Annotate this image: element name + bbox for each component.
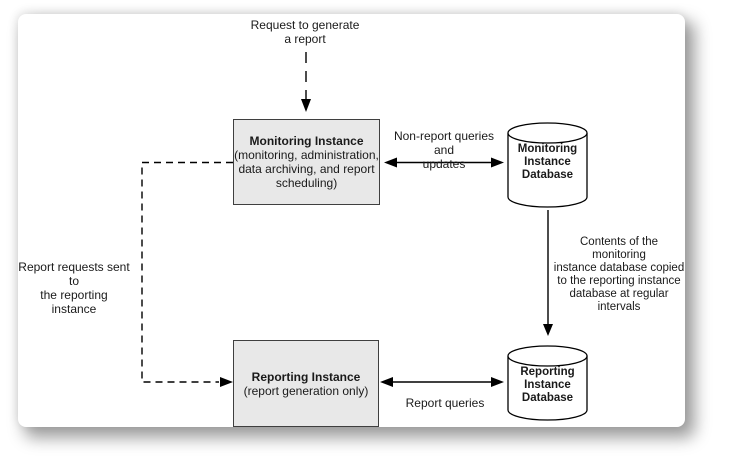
copy-contents-line1: Contents of the monitoring — [580, 236, 658, 261]
db-copy-arrow — [543, 210, 553, 336]
connector-layer — [141, 52, 588, 421]
copy-contents-label: Contents of the monitoring instance data… — [553, 236, 685, 314]
nonreport-queries-line2: updates — [422, 157, 466, 171]
reporting-instance-title: Reporting Instance — [251, 369, 361, 384]
request-label-line2: a report — [284, 32, 326, 46]
monitoring-instance-title: Monitoring Instance — [249, 134, 364, 148]
reporting-db-cylinder — [507, 345, 588, 421]
nonreport-queries-label: Non-report queries and updates — [384, 129, 504, 171]
monitoring-db-cylinder — [507, 122, 588, 208]
monitoring-instance-box: Monitoring Instance (monitoring, adminis… — [233, 119, 380, 205]
monitoring-db-line1: Monitoring — [517, 143, 578, 155]
copy-contents-line2: instance database copied — [553, 262, 685, 274]
nonreport-queries-arrow — [384, 157, 504, 168]
monitoring-db-line3: Database — [521, 169, 574, 181]
diagram-card: Request to generate a report Monitoring … — [18, 14, 685, 427]
reporting-db-line3: Database — [521, 392, 574, 404]
reporting-instance-detail1: (report generation only) — [243, 383, 369, 398]
monitoring-instance-detail1: (monitoring, administration, — [234, 148, 379, 162]
report-queries-label: Report queries — [405, 396, 485, 410]
report-requests-line1: Report requests sent to — [18, 260, 130, 288]
report-queries-arrow — [380, 377, 504, 387]
copy-contents-line5: intervals — [597, 301, 641, 313]
request-label: Request to generate a report — [245, 18, 365, 46]
reporting-instance-box: Reporting Instance (report generation on… — [233, 340, 379, 427]
nonreport-queries-line1: Non-report queries and — [393, 129, 495, 157]
reporting-db-line1: Reporting — [520, 366, 575, 378]
reporting-db-line2: Instance — [524, 379, 571, 391]
report-requests-line2: the reporting instance — [40, 288, 108, 316]
monitoring-db-label: Monitoring Instance Database — [508, 143, 587, 182]
reporting-db-label: Reporting Instance Database — [508, 366, 587, 405]
monitoring-instance-detail2: data archiving, and report — [238, 162, 375, 176]
request-arrow — [301, 52, 311, 112]
report-requests-label: Report requests sent to the reporting in… — [18, 260, 130, 316]
request-label-line1: Request to generate — [250, 18, 360, 32]
report-requests-connector — [141, 161, 233, 387]
monitoring-instance-detail3: scheduling) — [275, 176, 338, 190]
copy-contents-line3: to the reporting instance — [557, 275, 681, 287]
monitoring-db-line2: Instance — [524, 156, 571, 168]
copy-contents-line4: database at regular — [569, 288, 669, 300]
